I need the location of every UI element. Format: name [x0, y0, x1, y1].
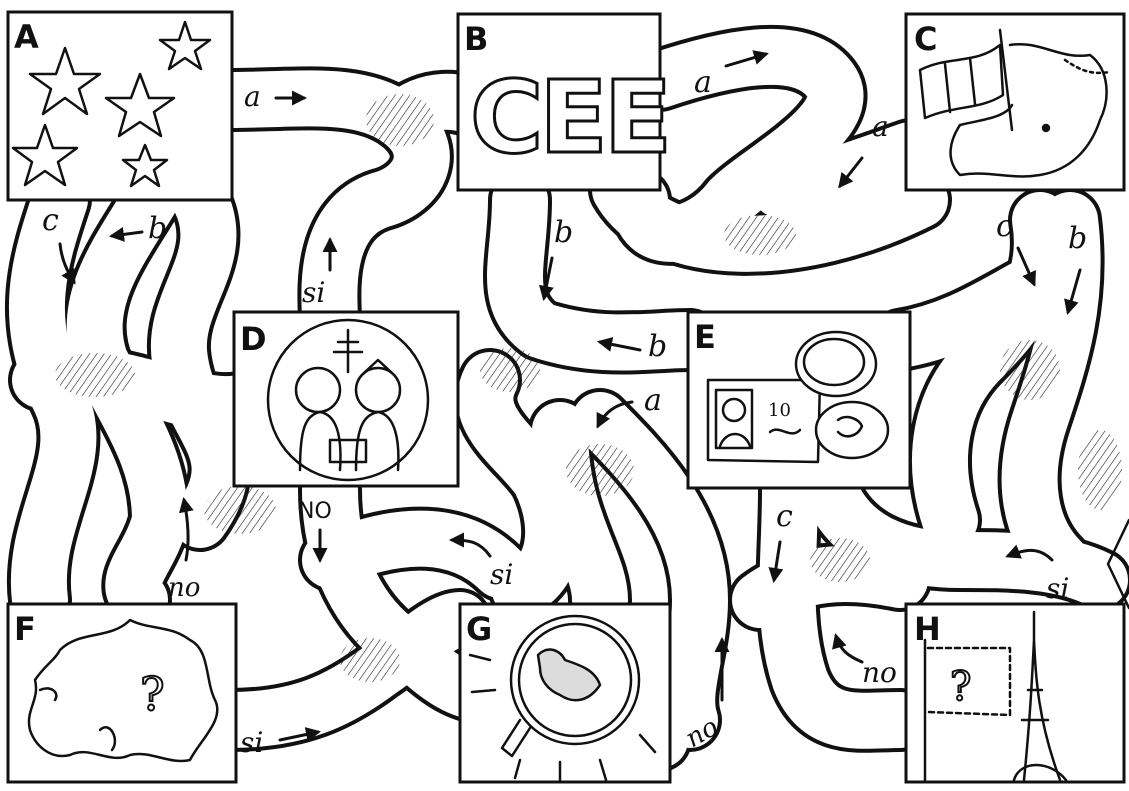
box-c: C [906, 14, 1124, 190]
label-si-from-d: si [302, 276, 325, 309]
box-b: B CEE [458, 14, 668, 190]
box-g-letter: G [466, 610, 492, 648]
label-b-from-c: b [1068, 221, 1087, 256]
label-no-from-d: NO [298, 499, 332, 524]
label-no-into-h: no [862, 656, 897, 689]
label-c-from-e: c [776, 499, 793, 534]
coin-value-text: 10 [768, 400, 791, 421]
box-g: G [460, 604, 670, 782]
question-mark-f: ? [140, 667, 165, 721]
box-h: H ? [906, 604, 1124, 782]
box-b-letter: B [464, 20, 488, 58]
question-mark-h: ? [950, 664, 971, 710]
label-a-from-b: a [694, 65, 712, 100]
label-c-from-a: c [42, 203, 59, 238]
label-b-from-b: b [554, 215, 573, 250]
box-f: F ? [8, 604, 236, 782]
box-h-letter: H [914, 610, 941, 648]
box-a: A [8, 12, 232, 200]
label-si-from-f: si [240, 726, 263, 759]
box-e: E 10 [688, 312, 910, 488]
box-a-letter: A [14, 18, 39, 56]
label-b-into-e: b [648, 329, 667, 364]
cee-text: CEE [470, 59, 668, 176]
label-no-from-f: no [168, 573, 200, 603]
label-a-from-a: a [244, 80, 261, 113]
box-d-letter: D [240, 320, 267, 358]
label-si-from-h: si [1046, 572, 1069, 605]
label-a-into-b: a [872, 110, 889, 143]
label-a-from-e: a [644, 383, 662, 418]
box-e-letter: E [694, 318, 716, 356]
label-b-into-a: b [148, 211, 167, 246]
label-c-from-c: c [996, 209, 1013, 244]
label-si-into-g: si [490, 558, 513, 591]
box-d: D [234, 312, 458, 486]
box-c-letter: C [914, 20, 937, 58]
box-f-letter: F [14, 610, 36, 648]
